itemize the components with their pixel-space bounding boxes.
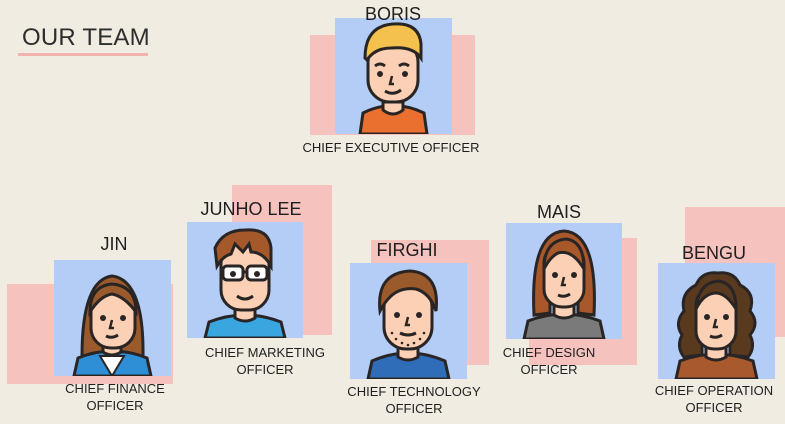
avatar-card-bengu[interactable] — [658, 263, 775, 379]
member-name-firghi: FIRGHI — [376, 240, 438, 260]
member-name-boris: BORIS — [364, 4, 422, 24]
man-blond-hair-orange-shirt-icon — [358, 22, 429, 134]
member-name-jin: JIN — [100, 234, 128, 254]
avatar-card-junho-lee[interactable] — [187, 222, 303, 338]
man-glasses-blue-shirt-icon — [203, 228, 287, 338]
member-name-junho-lee: JUNHO LEE — [200, 199, 302, 219]
member-role-boris: CHIEF EXECUTIVE OFFICER — [302, 140, 480, 155]
man-beard-blue-shirt-icon — [366, 269, 451, 379]
avatar-card-jin[interactable] — [54, 260, 171, 376]
title-underline — [18, 53, 148, 56]
member-name-bengu: BENGU — [681, 243, 747, 263]
woman-curly-hair-brown-shirt-icon — [674, 271, 759, 379]
member-name-mais: MAIS — [536, 202, 582, 222]
avatar-card-boris[interactable] — [335, 18, 452, 134]
woman-brown-hair-blue-jacket-icon — [72, 274, 153, 376]
avatar-card-mais[interactable] — [506, 223, 622, 339]
page-title: OUR TEAM — [22, 24, 150, 51]
avatar-card-firghi[interactable] — [350, 263, 467, 379]
woman-long-hair-grey-shirt-icon — [522, 229, 606, 339]
